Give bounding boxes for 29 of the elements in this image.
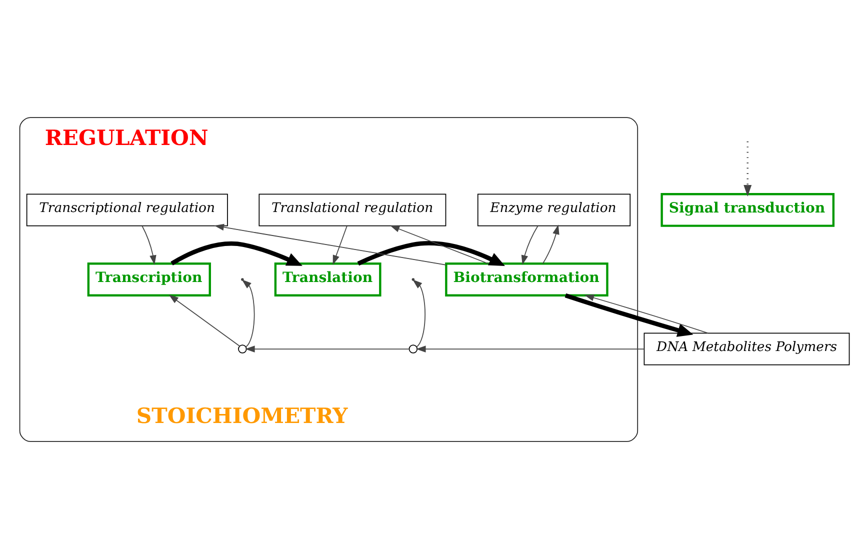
node-box: DNA Metabolites Polymers xyxy=(644,332,850,365)
label: REGULATION xyxy=(44,124,208,150)
arrow xyxy=(357,240,505,266)
arrow xyxy=(214,223,446,265)
node-circle xyxy=(238,344,247,353)
arrow xyxy=(142,224,156,264)
arrow xyxy=(242,279,255,352)
node-circle xyxy=(408,344,418,353)
arrow xyxy=(412,279,426,352)
node-box: Translational regulation xyxy=(258,193,446,226)
node-box: Biotransformation xyxy=(445,262,608,296)
arrow xyxy=(744,140,752,196)
arrow xyxy=(521,224,538,264)
label: STOICHIOMETRY xyxy=(136,402,348,428)
arrow xyxy=(564,292,694,336)
arrow xyxy=(584,294,709,334)
arrow xyxy=(542,224,560,264)
arrow xyxy=(390,224,489,264)
node-box: Signal transduction xyxy=(660,192,835,226)
arrow xyxy=(332,224,348,264)
arrow xyxy=(168,294,240,346)
arrow xyxy=(416,345,645,352)
arrow xyxy=(170,240,302,266)
node-box: Transcriptional regulation xyxy=(26,193,228,226)
cluster xyxy=(19,116,638,442)
arrow xyxy=(245,345,410,352)
node-box: Enzyme regulation xyxy=(477,193,631,226)
node-box: Transcription xyxy=(87,262,211,296)
node-box: Translation xyxy=(274,262,382,296)
